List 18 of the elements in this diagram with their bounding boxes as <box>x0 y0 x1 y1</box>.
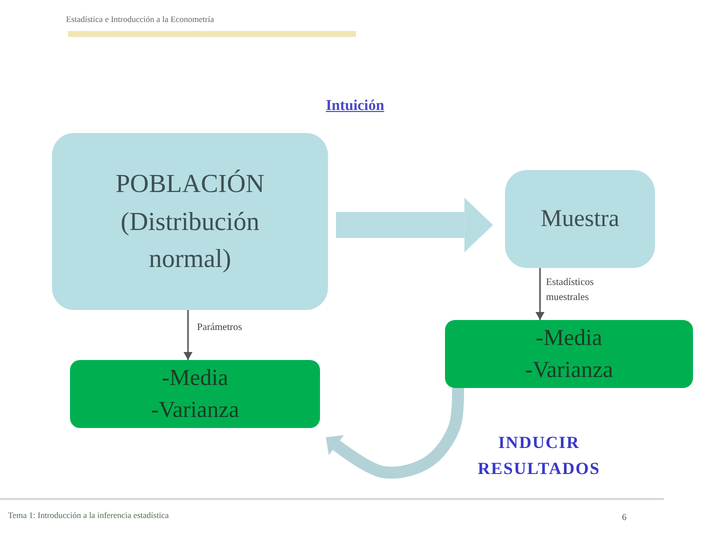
node-text: -Media <box>536 324 602 352</box>
footer-text: Tema 1: Introducción a la inferencia estadística <box>8 510 169 520</box>
arrow <box>536 268 544 320</box>
rounded-box <box>70 360 320 428</box>
arrow <box>184 310 192 360</box>
rounded-box <box>505 170 655 268</box>
node-text: (Distribución normal) <box>120 206 260 276</box>
header-text: Estadística e Introducción a la Econometría <box>66 14 214 24</box>
title: Intuición <box>324 98 386 115</box>
rounded-box <box>52 133 328 310</box>
node-text: -Varianza <box>150 396 240 424</box>
node-text: POBLACIÓN <box>116 168 264 200</box>
node-text: -Media <box>162 364 228 392</box>
rounded-box <box>445 320 693 388</box>
curved-arrow <box>326 385 464 479</box>
node-text: -Varianza <box>524 356 614 384</box>
page-number: 6 <box>622 512 626 522</box>
node-text: Muestra <box>540 204 620 234</box>
